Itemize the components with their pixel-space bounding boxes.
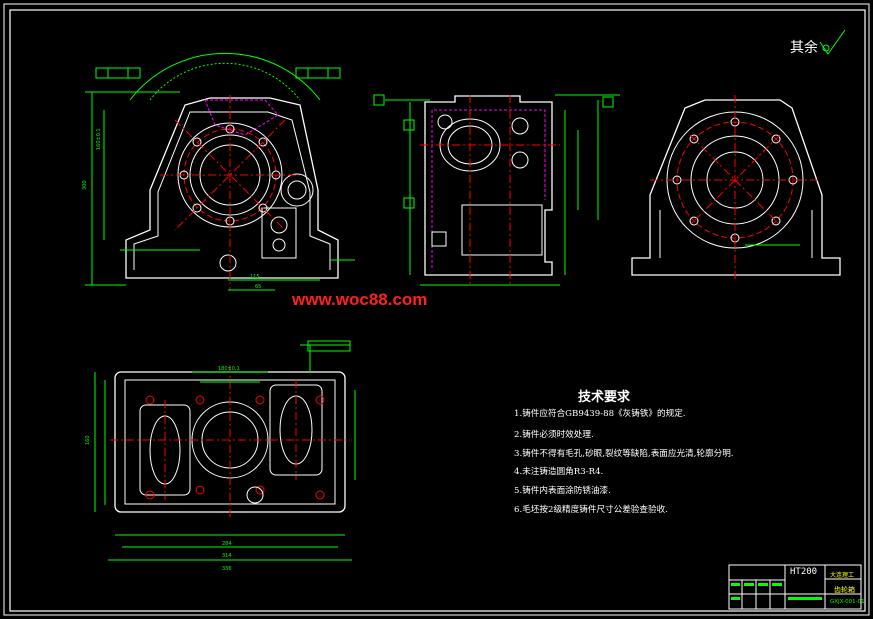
requirement-item: 3.铸件不得有毛孔,砂眼,裂纹等缺陷,表面应光清,轮廓分明. (514, 449, 734, 459)
svg-text:284: 284 (222, 541, 232, 547)
front-body-inner (133, 111, 331, 270)
side-section-wall (431, 109, 546, 268)
side-drain-boss (431, 231, 447, 247)
front-view: 300 160±0.1 65 115 (82, 52, 355, 291)
title-block (728, 564, 862, 610)
roughness-symbol (819, 29, 846, 55)
side-hole-3 (437, 114, 453, 130)
side-hole-1 (511, 117, 529, 135)
svg-text:300: 300 (82, 180, 88, 190)
title-block-part-name: 齿轮箱 (834, 586, 855, 594)
svg-text:65: 65 (255, 284, 261, 290)
top-corner-boss (246, 486, 264, 504)
side-hole-2 (511, 151, 529, 169)
svg-text:336: 336 (222, 566, 232, 572)
front-lower-hole-1 (270, 216, 288, 234)
svg-text:160±0.1: 160±0.1 (96, 128, 102, 150)
top-bolt-holes (145, 395, 325, 500)
side-centerlines (420, 95, 560, 285)
front-section-hatch (204, 99, 279, 136)
watermark: www.woc88.com (292, 290, 428, 309)
front-drain-hole (219, 254, 237, 272)
end-centerlines (650, 95, 820, 280)
side-lower-chamber (461, 204, 543, 256)
top-dim-text: 284 314 336 180±0.1 160 (85, 366, 240, 572)
end-view (631, 95, 841, 280)
top-centerlines (110, 365, 350, 520)
requirement-item: 6.毛坯按2级精度铸件尺寸公差验查验收. (514, 505, 668, 515)
end-outline (631, 99, 841, 276)
svg-text:115: 115 (250, 274, 260, 280)
front-arc-dimension (129, 52, 321, 101)
front-tolerance-frames (95, 67, 341, 79)
front-centerlines (160, 95, 300, 290)
title-block-cells (731, 583, 822, 600)
front-dimensions (85, 91, 355, 291)
svg-text:180±0.1: 180±0.1 (218, 366, 240, 372)
top-view: 284 314 336 180±0.1 160 (85, 340, 356, 572)
side-datum-frames (373, 94, 614, 209)
requirement-item: 4.未注铸造圆角R3-R4. (514, 467, 604, 477)
front-lower-hole-2 (272, 238, 286, 252)
roughness-note: 其余 (790, 40, 818, 56)
end-feet (659, 210, 813, 258)
svg-text:160: 160 (85, 435, 91, 445)
side-dimensions (385, 94, 620, 286)
svg-text:314: 314 (222, 553, 232, 559)
front-arc-dimension-inner (149, 62, 301, 101)
top-tolerance-frame (307, 340, 351, 352)
drawing-border (9, 9, 866, 612)
front-side-bore (280, 173, 314, 207)
requirement-item: 1.铸件应符合GB9439-88《灰铸铁》的规定. (514, 409, 686, 419)
title-block-drawing-code: GXJX-001-01 (830, 599, 865, 605)
tech-requirements-title: 技术要求 (578, 390, 631, 405)
requirement-item: 2.铸件必须时效处理. (514, 430, 594, 440)
front-body-outline (125, 97, 339, 279)
side-outline (424, 95, 553, 276)
front-dim-text: 300 160±0.1 65 115 (82, 128, 261, 290)
side-section-view (373, 94, 620, 286)
front-lower-boss (261, 207, 297, 259)
requirement-item: 5.铸件内表面涂防锈油漆. (514, 486, 611, 496)
top-dimensions (94, 344, 356, 561)
front-side-bore-inner (287, 180, 307, 200)
outer-frame (3, 3, 870, 616)
title-block-material: HT200 (790, 567, 818, 577)
title-block-company: 大连理工 (830, 572, 855, 579)
